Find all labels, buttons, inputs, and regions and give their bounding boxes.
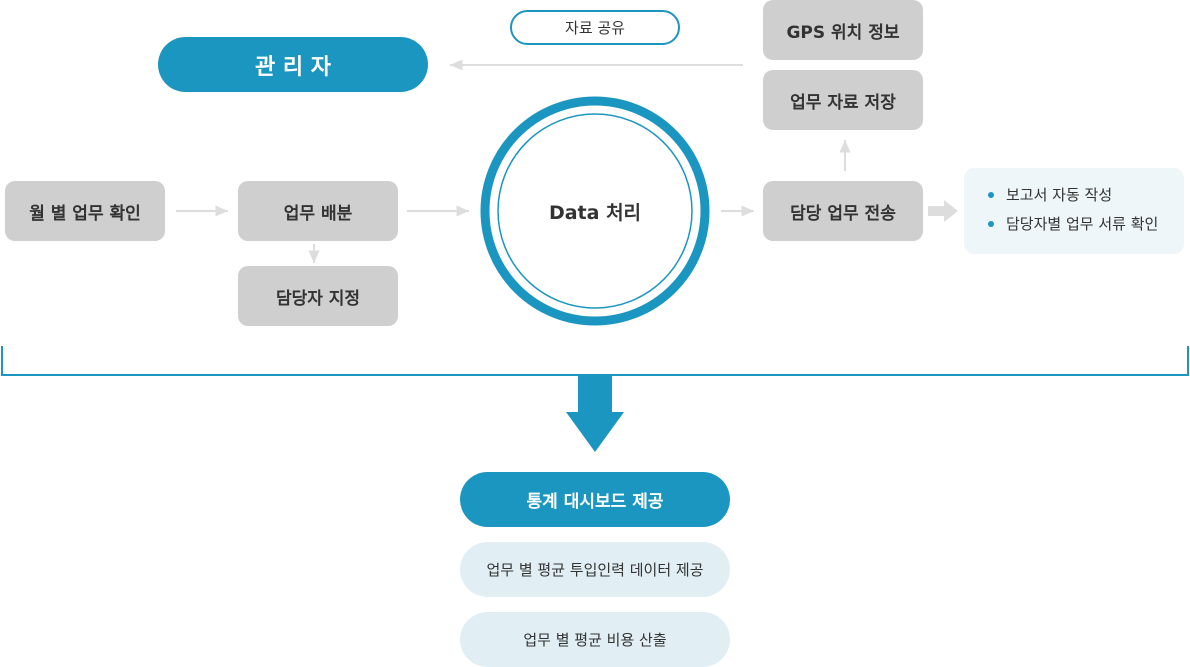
dashboard-output: 통계 대시보드 제공 (460, 472, 730, 527)
assign-person-label: 담당자 지정 (275, 288, 361, 309)
avg-cost-output: 업무 별 평균 비용 산출 (460, 612, 730, 667)
feature-item-documents: 담당자별 업무 서류 확인 (988, 213, 1184, 242)
gps-label: GPS 위치 정보 (786, 22, 900, 43)
bullet-dot-icon (988, 221, 994, 227)
monthly-check-label: 월 별 업무 확인 (29, 203, 141, 224)
task-distribution-node: 업무 배분 (238, 181, 398, 241)
feature-label: 보고서 자동 작성 (1006, 186, 1113, 204)
save-label: 업무 자료 저장 (790, 92, 896, 113)
share-label: 자료 공유 (565, 19, 625, 37)
features-list: 보고서 자동 작성 담당자별 업무 서류 확인 (988, 184, 1184, 242)
save-node: 업무 자료 저장 (763, 70, 923, 130)
avg-input-output: 업무 별 평균 투입인력 데이터 제공 (460, 542, 730, 597)
bullet-dot-icon (988, 192, 994, 198)
block-arrow-to-features (928, 200, 958, 222)
assign-person-node: 담당자 지정 (238, 266, 398, 326)
admin-node: 관 리 자 (158, 37, 428, 92)
admin-label: 관 리 자 (254, 54, 332, 80)
data-circle-gap-top (645, 145, 651, 149)
big-down-arrow (566, 376, 624, 452)
gps-node: GPS 위치 정보 (763, 0, 923, 60)
feature-label: 담당자별 업무 서류 확인 (1006, 215, 1159, 233)
feature-item-report: 보고서 자동 작성 (988, 184, 1184, 213)
send-task-label: 담당 업무 전송 (790, 203, 896, 224)
bottom-bracket (1, 346, 1189, 376)
features-box: 보고서 자동 작성 담당자별 업무 서류 확인 (964, 168, 1184, 254)
monthly-check-node: 월 별 업무 확인 (5, 181, 165, 241)
data-circle-inner-ring (497, 113, 693, 309)
avg-input-label: 업무 별 평균 투입인력 데이터 제공 (486, 561, 704, 579)
data-processing-label: Data 처리 (548, 201, 642, 224)
share-badge: 자료 공유 (510, 10, 680, 45)
send-task-node: 담당 업무 전송 (763, 181, 923, 241)
task-distribution-label: 업무 배분 (283, 203, 353, 224)
avg-cost-label: 업무 별 평균 비용 산출 (523, 631, 667, 649)
data-circle-outer-ring (480, 96, 710, 326)
data-processing-node: Data 처리 (495, 181, 695, 241)
dashboard-label: 통계 대시보드 제공 (526, 492, 664, 512)
